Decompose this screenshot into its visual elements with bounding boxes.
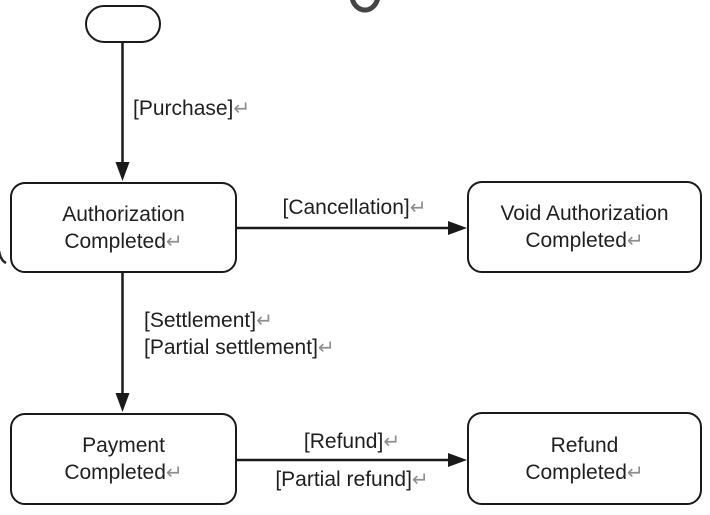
return-mark-icon: ↵ (317, 335, 335, 359)
return-mark-icon: ↵ (256, 308, 273, 332)
return-mark-icon: ↵ (165, 460, 183, 484)
state-label-line: Refund (550, 433, 619, 457)
return-mark-icon: ↵ (626, 228, 644, 252)
state-label-line: Completed↵ (64, 228, 183, 253)
state-label-line: Completed↵ (64, 460, 183, 484)
state-label-line: Completed↵ (525, 228, 644, 252)
state-payment-completed: Payment Completed↵ (10, 413, 237, 505)
state-label-line: Void Authorization (500, 202, 669, 225)
transition-label-partial-refund: [Partial refund]↵ (275, 467, 429, 491)
transition-label-cancellation: [Cancellation]↵ (282, 195, 427, 219)
state-label-line: Payment (82, 434, 165, 457)
return-mark-icon: ↵ (626, 459, 644, 484)
cropped-text-fragment-left (0, 250, 7, 265)
transition-label-settlement: [Settlement]↵ [Partial settlement]↵ (144, 307, 335, 361)
state-authorization-completed: Authorization Completed↵ (10, 182, 237, 273)
arrowhead-settlement (115, 393, 130, 412)
transition-label-purchase: [Purchase]↵ (133, 96, 251, 120)
return-mark-icon: ↵ (383, 429, 401, 453)
cropped-text-fragment-top (350, 0, 380, 13)
arrowhead-cancellation (448, 221, 467, 235)
state-label-line: Authorization (62, 202, 185, 226)
state-void-authorization-completed: Void Authorization Completed↵ (467, 181, 702, 273)
return-mark-icon: ↵ (409, 195, 427, 219)
transition-label-settlement-line2: [Partial settlement]↵ (144, 335, 335, 359)
arrowhead-purchase (115, 162, 130, 181)
return-mark-icon: ↵ (233, 96, 251, 120)
transition-label-settlement-line1: [Settlement]↵ (144, 308, 273, 332)
state-label-line: Completed↵ (525, 459, 644, 484)
return-mark-icon: ↵ (411, 467, 429, 491)
initial-state-node (85, 5, 161, 43)
arrowhead-refund (448, 453, 467, 467)
state-refund-completed: Refund Completed↵ (467, 412, 702, 505)
transition-label-refund: [Refund]↵ (303, 429, 401, 453)
return-mark-icon: ↵ (165, 228, 183, 253)
